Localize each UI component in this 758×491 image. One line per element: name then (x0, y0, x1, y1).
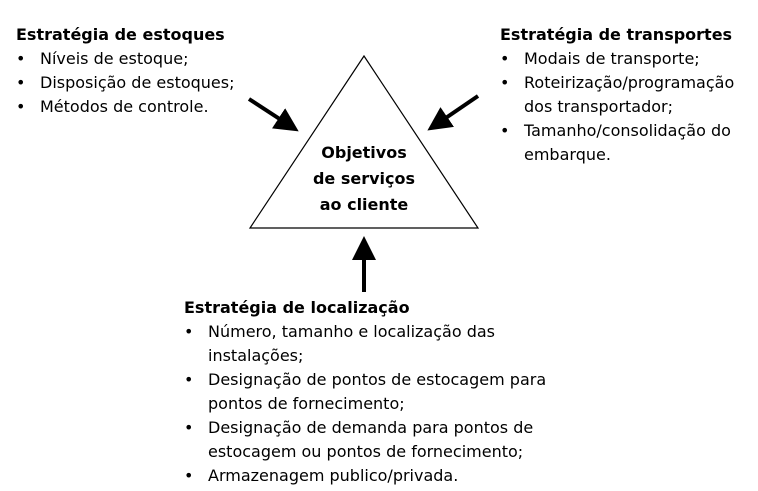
objectives-line: Objetivos (321, 143, 407, 162)
objectives-triangle (248, 54, 480, 229)
location-strategy-list: Número, tamanho e localização das instal… (184, 320, 559, 488)
list-item: Roteirização/programação dos transportad… (500, 71, 750, 119)
transport-strategy-list: Modais de transporte; Roteirização/progr… (500, 47, 750, 167)
list-item: Métodos de controle. (16, 95, 246, 119)
stock-strategy-list: Níveis de estoque; Disposição de estoque… (16, 47, 246, 119)
location-strategy-block: Estratégia de localização Número, tamanh… (184, 296, 559, 488)
list-item: Designação de pontos de estocagem para p… (184, 368, 559, 416)
list-item: Níveis de estoque; (16, 47, 246, 71)
list-item: Tamanho/consolidação do embarque. (500, 119, 750, 167)
objectives-line: de serviços (312, 169, 416, 188)
stock-strategy-block: Estratégia de estoques Níveis de estoque… (16, 23, 246, 119)
list-item: Armazenagem publico/privada. (184, 464, 559, 488)
list-item: Disposição de estoques; (16, 71, 246, 95)
objectives-label: Objetivos de serviços ao cliente (299, 140, 429, 218)
transport-strategy-title: Estratégia de transportes (500, 25, 733, 44)
arrow-from-stock-strategy (247, 97, 299, 132)
list-item: Designação de demanda para pontos de est… (184, 416, 559, 464)
location-strategy-title: Estratégia de localização (184, 298, 410, 317)
list-item: Número, tamanho e localização das instal… (184, 320, 559, 368)
transport-strategy-block: Estratégia de transportes Modais de tran… (500, 23, 750, 167)
objectives-line: ao cliente (319, 195, 409, 214)
stock-strategy-title: Estratégia de estoques (16, 25, 225, 44)
list-item: Modais de transporte; (500, 47, 750, 71)
arrow-from-transport-strategy (427, 94, 480, 131)
